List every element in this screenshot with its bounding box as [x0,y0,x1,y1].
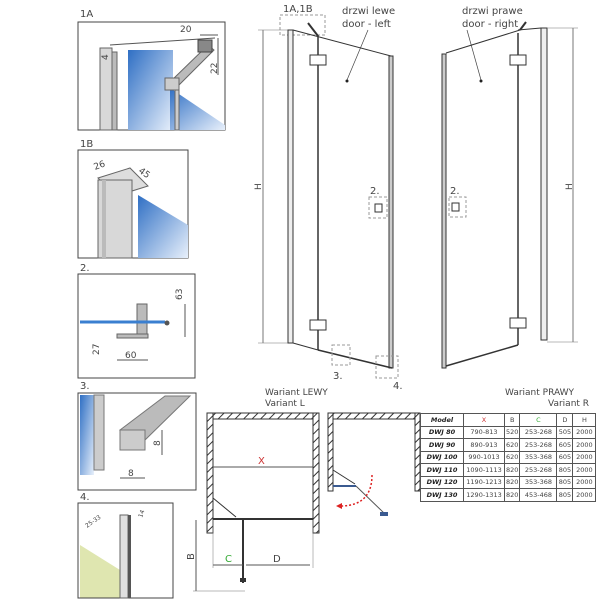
cell-model: DWJ 90 [420,438,464,452]
left-height-label: H [254,183,264,190]
detail-1b: 1B 26 45 [77,139,189,259]
cell-model: DWJ 130 [420,488,464,502]
header-model: Model [420,413,464,427]
swing-arc-icon [341,474,373,507]
cell-model: DWJ 110 [420,463,464,477]
right-height-label: H [565,183,575,190]
detail-2-label: 2. [80,263,90,274]
detail-1a-label: 1A [80,9,93,20]
detail-1b-label: 1B [80,139,93,150]
header-b: B [503,413,521,427]
dim-1a-4: 4 [101,54,111,60]
plan-variant-left: Wariant LEWY Variant L X B C D [186,388,328,592]
cell-d: 805 [556,488,574,502]
cell-model: DWJ 100 [420,450,464,464]
cell-d: 605 [556,438,574,452]
dim-4-14: 14 [137,509,146,519]
dim-3-width: 8 [128,469,134,479]
cell-h: 2000 [572,425,597,439]
cell-x: 890-913 [463,438,505,452]
cell-c: 253-268 [519,438,558,452]
dim-4-gap: 25-33 [84,514,102,530]
right-door-label-pl: drzwi prawe [462,6,523,17]
left-door-label-pl: drzwi lewe [342,6,395,17]
cell-b: 820 [503,488,521,502]
header-x: X [463,413,505,427]
cell-h: 2000 [572,450,597,464]
cell-x: 990-1013 [463,450,505,464]
detail-4: 4. 25-33 14 [77,492,174,599]
header-h: H [572,413,597,427]
cell-b: 820 [503,475,521,489]
dim-2-63: 63 [175,289,185,300]
cell-d: 505 [556,425,574,439]
cell-model: DWJ 80 [420,425,464,439]
dim-2-60: 60 [125,351,137,361]
detail-3: 3. 8 8 [77,381,197,491]
detail-1a: 1A 20 4 22 [77,9,226,131]
cell-c: 253-268 [519,425,558,439]
plan-b-label: B [186,553,197,560]
cell-b: 620 [503,438,521,452]
cell-c: 353-368 [519,475,558,489]
cell-h: 2000 [572,488,597,502]
cell-b: 520 [503,425,521,439]
right-ref-2: 2. [450,186,460,197]
cell-d: 605 [556,450,574,464]
plan-variant-right [327,412,421,516]
left-ref-4: 4. [393,381,403,392]
cell-b: 620 [503,450,521,464]
header-d: D [556,413,574,427]
dim-1a-20: 20 [180,25,192,35]
cell-d: 805 [556,475,574,489]
plan-c-label: C [225,554,232,565]
dim-2-27: 27 [92,344,102,355]
plan-x-label: X [258,456,265,467]
right-door-label-en: door - right [462,19,518,30]
variant-left-pl: Wariant LEWY [265,388,328,398]
cell-h: 2000 [572,463,597,477]
cell-x: 790-813 [463,425,505,439]
cell-h: 2000 [572,475,597,489]
cell-x: 1190-1213 [463,475,505,489]
dim-1b-26: 26 [93,159,107,172]
table-header-row: Model X B C D H [420,413,597,427]
left-ref-2: 2. [370,186,380,197]
cell-c: 453-468 [519,488,558,502]
detail-3-label: 3. [80,381,90,392]
detail-4-label: 4. [80,492,90,503]
right-door-elevation: drzwi prawe door - right 2. H [441,6,578,369]
dim-1a-22: 22 [210,63,220,74]
left-door-label-en: door - left [342,19,391,30]
cell-c: 353-368 [519,450,558,464]
header-c: C [519,413,558,427]
variant-right-en: Variant R [548,399,589,409]
dim-3-height: 8 [153,440,163,446]
detail-2: 2. 63 27 60 [77,263,196,379]
left-ref-3: 3. [333,371,343,382]
ref-1a-1b: 1A,1B [283,4,313,15]
variant-right-pl: Wariant PRAWY [505,388,575,398]
cell-model: DWJ 120 [420,475,464,489]
left-door-elevation: 1A,1B drzwi lewe door - left H 2. 3. 4. [254,4,403,392]
plan-d-label: D [273,554,281,565]
cell-x: 1090-1113 [463,463,505,477]
variant-left-en: Variant L [265,399,305,409]
cell-x: 1290-1313 [463,488,505,502]
cell-b: 820 [503,463,521,477]
cell-c: 253-268 [519,463,558,477]
cell-d: 805 [556,463,574,477]
cell-h: 2000 [572,438,597,452]
